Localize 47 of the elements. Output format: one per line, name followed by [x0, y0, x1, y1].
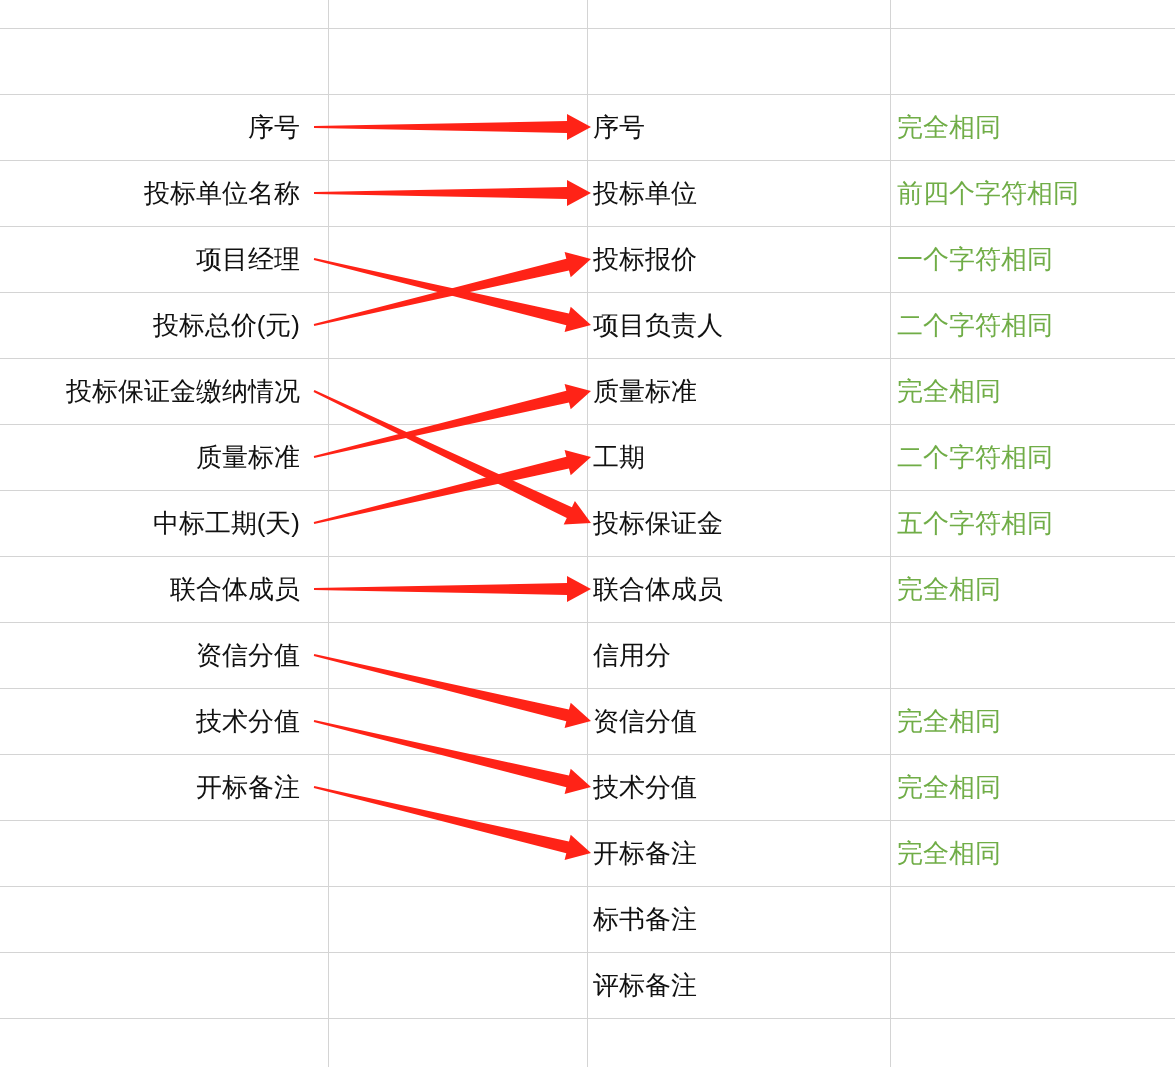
cell-text: 投标报价: [593, 242, 697, 276]
cell-text: 投标单位名称: [144, 176, 300, 210]
arrow: [313, 654, 591, 729]
match-note: 完全相同: [897, 375, 1001, 408]
arrow: [314, 180, 591, 206]
arrow: [313, 786, 591, 861]
cell-text: 质量标准: [593, 374, 697, 408]
cell-text: 评标备注: [593, 968, 697, 1002]
arrow: [313, 449, 591, 524]
match-note: 完全相同: [897, 771, 1001, 804]
cell-text: 信用分: [593, 638, 671, 672]
match-note: 二个字符相同: [897, 441, 1053, 474]
cell-text: 项目经理: [196, 242, 300, 276]
match-note: 完全相同: [897, 705, 1001, 738]
arrow: [313, 390, 591, 525]
cell-text: 中标工期(天): [152, 506, 300, 540]
match-note: 五个字符相同: [897, 507, 1053, 540]
match-note: 完全相同: [897, 111, 1001, 144]
cell-text: 投标保证金: [593, 506, 723, 540]
match-note: 前四个字符相同: [897, 177, 1079, 210]
match-note: 二个字符相同: [897, 309, 1053, 342]
arrow: [313, 720, 591, 795]
cell-text: 项目负责人: [593, 308, 723, 342]
cell-text: 技术分值: [196, 704, 300, 738]
cell-text: 开标备注: [196, 770, 300, 804]
cell-text: 投标保证金缴纳情况: [66, 374, 300, 408]
cell-text: 标书备注: [593, 902, 697, 936]
arrow: [314, 114, 591, 140]
cell-text: 工期: [593, 440, 645, 474]
cell-text: 序号: [593, 110, 645, 144]
match-note: 完全相同: [897, 837, 1001, 870]
cell-text: 资信分值: [196, 638, 300, 672]
cell-text: 序号: [248, 110, 300, 144]
cell-text: 投标总价(元): [152, 308, 300, 342]
cell-text: 联合体成员: [593, 572, 723, 606]
arrow: [313, 383, 591, 458]
cell-text: 资信分值: [593, 704, 697, 738]
arrow: [313, 251, 591, 326]
cell-text: 技术分值: [593, 770, 697, 804]
match-note: 一个字符相同: [897, 243, 1053, 276]
match-note: 完全相同: [897, 573, 1001, 606]
cell-text: 开标备注: [593, 836, 697, 870]
cell-text: 投标单位: [593, 176, 697, 210]
arrow: [314, 576, 591, 602]
cell-text: 质量标准: [196, 440, 300, 474]
cell-text: 联合体成员: [170, 572, 300, 606]
arrow: [313, 258, 591, 333]
